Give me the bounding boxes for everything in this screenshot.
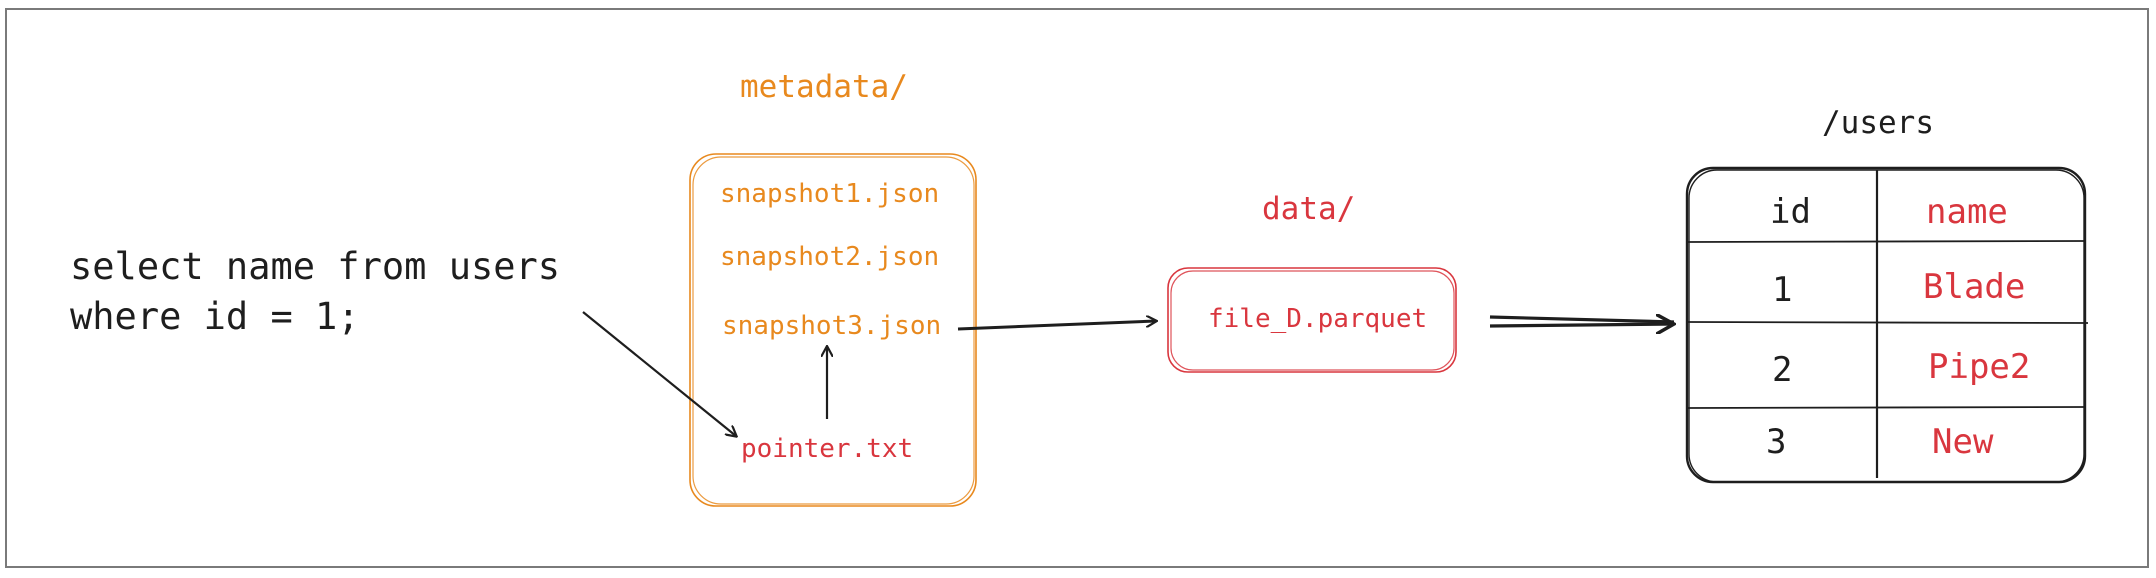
arrow-snapshot3-to-datafile [957, 321, 1156, 331]
users-table-title: /users [1822, 105, 1934, 141]
table-cell-id: 1 [1772, 270, 1793, 310]
table-header-id: id [1770, 192, 1811, 232]
metadata-folder-box [689, 153, 977, 507]
arrow-datafile-to-table [1489, 317, 1674, 326]
users-table-grid [1685, 166, 2089, 484]
table-cell-name: Blade [1923, 267, 2026, 307]
snapshot3-file: snapshot3.json [722, 311, 942, 341]
data-folder-label: data/ [1262, 191, 1356, 227]
diagram-frame [5, 8, 2149, 568]
query-line-2: where id = 1; [70, 295, 360, 338]
metadata-folder-label: metadata/ [740, 69, 908, 105]
data-file: file_D.parquet [1208, 304, 1428, 334]
table-cell-name: New [1932, 422, 1994, 462]
arrow-query-to-pointer [582, 311, 736, 436]
table-cell-name: Pipe2 [1928, 347, 2031, 387]
query-line-1: select name from users [70, 245, 561, 288]
table-cell-id: 2 [1772, 350, 1793, 390]
pointer-file: pointer.txt [741, 434, 914, 464]
table-cell-id: 3 [1766, 422, 1787, 462]
data-folder-box [1167, 267, 1457, 373]
snapshot1-file: snapshot1.json [720, 179, 940, 209]
snapshot2-file: snapshot2.json [720, 242, 940, 272]
table-header-name: name [1926, 192, 2008, 232]
